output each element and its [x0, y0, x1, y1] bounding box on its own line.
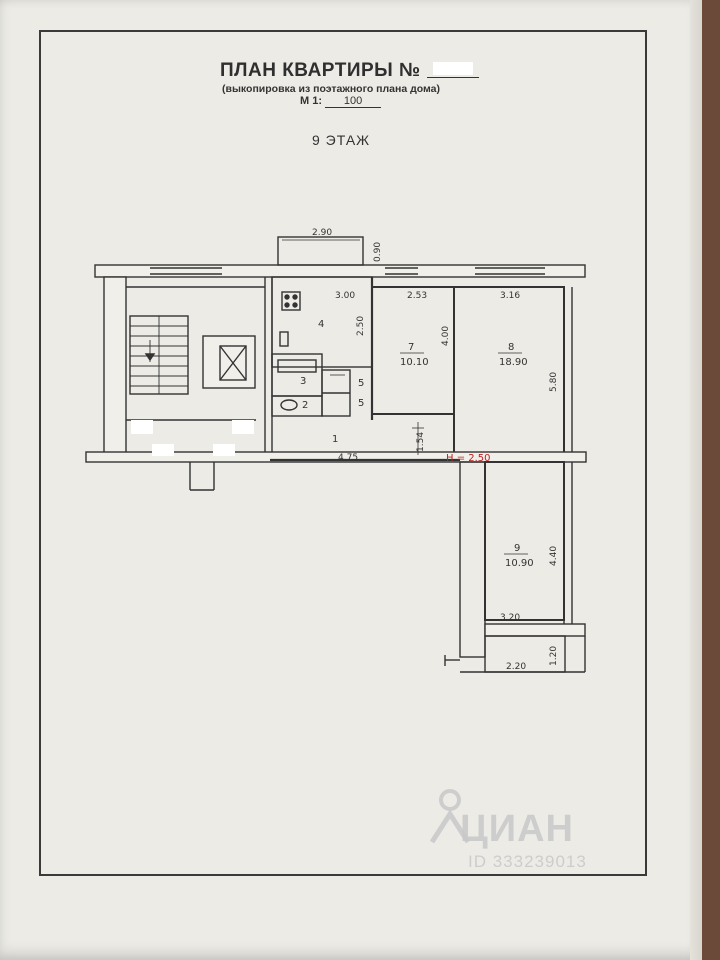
dim-hall-width: 1.54: [416, 432, 426, 452]
dim-room9-width: 3.20: [500, 613, 520, 623]
apartment-number-blank: [426, 61, 479, 78]
room-8: [453, 286, 565, 462]
loggia-wall: [484, 623, 586, 637]
paper-edge: [690, 0, 702, 960]
redacted-number: [432, 62, 473, 75]
scale-value: 100: [325, 95, 382, 108]
redacted-mark-4: [213, 444, 235, 456]
dim-room9-depth: 4.40: [549, 546, 559, 566]
balcony: [277, 236, 364, 266]
scale-line: М 1: 100: [300, 95, 382, 108]
room-8-number: 8: [508, 342, 514, 353]
ceiling-height-label: H = 2.50: [446, 453, 491, 464]
room-label-kitchen: 4: [318, 319, 324, 330]
stove-icon: [281, 291, 301, 311]
stairwell-wall: [103, 276, 127, 458]
dim-balcony-depth: 0.90: [373, 242, 383, 262]
dim-loggia-depth: 1.20: [549, 646, 559, 666]
kitchen-sink-icon: [279, 331, 289, 347]
floor-label: 9 ЭТАЖ: [312, 132, 371, 148]
dim-kitchen-depth: 2.50: [356, 316, 366, 336]
corridor-wall: [85, 451, 587, 463]
redacted-mark-3: [152, 444, 174, 456]
dim-room7-depth: 4.00: [441, 326, 451, 346]
room-label-closet-b: 5: [358, 398, 364, 409]
dim-room8-depth: 5.80: [549, 372, 559, 392]
dim-loggia-width: 2.20: [506, 662, 526, 672]
room-label-bath: 3: [300, 376, 306, 387]
room-label-hall: 1: [332, 434, 338, 445]
dim-hall-length: 4.75: [338, 453, 358, 463]
room-9: [484, 461, 565, 621]
wing-wall: [459, 461, 486, 658]
room-label-toilet: 2: [302, 400, 308, 411]
watermark-id: ID 333239013: [468, 852, 587, 871]
document-title: ПЛАН КВАРТИРЫ №: [220, 60, 479, 82]
document-subtitle: (выкопировка из поэтажного плана дома): [222, 83, 441, 95]
watermark-brand: ЦИАН: [460, 808, 574, 850]
top-exterior-wall: [94, 264, 586, 278]
dim-balcony-width: 2.90: [312, 228, 332, 238]
dim-room8-width: 3.16: [500, 291, 520, 301]
title-text: ПЛАН КВАРТИРЫ №: [220, 60, 421, 81]
dim-room7-width: 2.53: [407, 291, 427, 301]
scale-label: М 1:: [300, 95, 322, 107]
room-label-closet-a: 5: [358, 378, 364, 389]
room-9-number: 9: [514, 543, 520, 554]
paper-sheet: [0, 0, 702, 960]
room-7-number: 7: [408, 342, 414, 353]
room-7-area: 10.10: [400, 357, 429, 368]
drawing-frame: [39, 30, 647, 876]
redacted-mark-1: [131, 420, 153, 434]
room-9-area: 10.90: [505, 558, 534, 569]
location-pin-icon: [430, 789, 470, 844]
dim-kitchen-width: 3.00: [335, 291, 355, 301]
redacted-mark-2: [232, 420, 254, 434]
room-8-area: 18.90: [499, 357, 528, 368]
